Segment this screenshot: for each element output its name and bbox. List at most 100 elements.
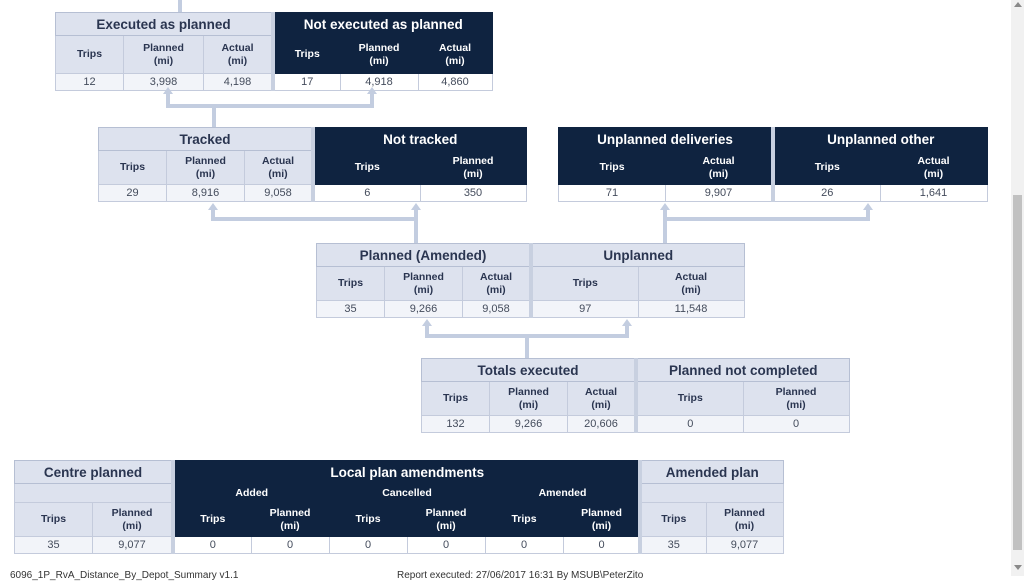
trips-header: Trips — [529, 266, 639, 301]
trips-header: Trips — [271, 35, 341, 74]
actual-header: Actual(mi) — [637, 266, 745, 301]
connector-arrow — [411, 203, 421, 210]
planned-header: Planned(mi) — [705, 502, 784, 537]
trips-header: Trips — [558, 150, 666, 185]
planned-header: Planned(mi) — [406, 502, 486, 537]
trips-value: 12 — [55, 73, 124, 91]
trips-value: 6 — [311, 184, 421, 202]
trips-header: Trips — [55, 35, 124, 74]
planned-value: 8,916 — [166, 184, 245, 202]
scrollbar-thumb[interactable] — [1013, 195, 1022, 550]
connector-line — [866, 208, 870, 218]
actual-value: 20,606 — [567, 415, 635, 433]
planned-value: 350 — [419, 184, 527, 202]
cancelled-planned-value: 0 — [406, 536, 486, 554]
cancelled-trips-value: 0 — [328, 536, 408, 554]
not-executed-as-planned-table: Not executed as planned Trips Planned(mi… — [270, 12, 493, 91]
actual-header: Actual(mi) — [461, 266, 531, 301]
connector-line — [425, 334, 629, 338]
totals-executed-title: Totals executed — [421, 358, 635, 382]
actual-header: Actual(mi) — [243, 150, 313, 185]
actual-header: Actual(mi) — [417, 35, 493, 74]
totals-executed-table: Totals executed Trips Planned(mi) Actual… — [421, 358, 635, 433]
trips-value: 35 — [316, 300, 385, 318]
unplanned-title: Unplanned — [529, 243, 745, 267]
connector-arrow — [422, 319, 432, 326]
unplanned-other-table: Unplanned other Trips Actual(mi) 26 1,64… — [771, 127, 988, 202]
tracked-table: Tracked Trips Planned(mi) Actual(mi) 29 … — [97, 127, 313, 202]
connector-line — [166, 104, 374, 108]
amended-trips-value: 0 — [484, 536, 564, 554]
centre-planned-subheader — [13, 483, 173, 503]
connector-line — [425, 325, 429, 335]
planned-value: 4,918 — [339, 73, 419, 91]
planned-amended-table: Planned (Amended) Trips Planned(mi) Actu… — [315, 243, 531, 318]
planned-header: Planned(mi) — [742, 381, 850, 416]
planned-not-completed-table: Planned not completed Trips Planned(mi) … — [633, 358, 850, 433]
unplanned-other-title: Unplanned other — [771, 127, 988, 151]
planned-header: Planned(mi) — [489, 381, 568, 416]
connector-arrow — [163, 87, 173, 94]
connector-arrow — [660, 203, 670, 210]
planned-not-completed-title: Planned not completed — [633, 358, 850, 382]
trips-header: Trips — [316, 266, 385, 301]
planned-value: 9,266 — [384, 300, 463, 318]
connector-line — [166, 93, 170, 106]
trips-header: Trips — [638, 502, 707, 537]
actual-value: 4,860 — [417, 73, 493, 91]
scroll-down-icon[interactable] — [1014, 565, 1022, 570]
trips-header: Trips — [14, 502, 93, 537]
added-planned-value: 0 — [250, 536, 330, 554]
trips-header: Trips — [484, 502, 564, 537]
trips-value: 97 — [529, 300, 639, 318]
centre-planned-title: Centre planned — [13, 460, 173, 484]
amended-group-header: Amended — [484, 483, 641, 503]
connector-line — [178, 0, 182, 12]
planned-header: Planned(mi) — [384, 266, 463, 301]
trips-header: Trips — [421, 381, 490, 416]
connector-line — [625, 325, 629, 335]
planned-header: Planned(mi) — [339, 35, 419, 74]
connector-arrow — [863, 203, 873, 210]
trips-value: 71 — [558, 184, 666, 202]
added-trips-value: 0 — [171, 536, 252, 554]
unplanned-table: Unplanned Trips Actual(mi) 97 11,548 — [529, 243, 745, 318]
planned-header: Planned(mi) — [123, 35, 204, 74]
actual-value: 4,198 — [202, 73, 273, 91]
connector-line — [211, 208, 215, 218]
trips-header: Trips — [171, 502, 252, 537]
connector-line — [212, 105, 216, 127]
actual-value: 11,548 — [637, 300, 745, 318]
connector-arrow — [367, 87, 377, 94]
actual-header: Actual(mi) — [664, 150, 773, 185]
trips-header: Trips — [328, 502, 408, 537]
trips-value: 29 — [98, 184, 167, 202]
scroll-up-icon[interactable] — [1014, 2, 1022, 7]
planned-header: Planned(mi) — [419, 150, 527, 185]
actual-header: Actual(mi) — [567, 381, 635, 416]
trips-header: Trips — [634, 381, 744, 416]
connector-line — [211, 217, 418, 221]
actual-value: 9,907 — [664, 184, 773, 202]
executed-as-planned-table: Executed as planned Trips Planned(mi) Ac… — [54, 12, 273, 91]
planned-header: Planned(mi) — [166, 150, 245, 185]
unplanned-deliveries-table: Unplanned deliveries Trips Actual(mi) 71… — [557, 127, 773, 202]
connector-line — [370, 93, 374, 106]
connector-line — [414, 219, 418, 243]
trips-value: 26 — [771, 184, 881, 202]
cancelled-group-header: Cancelled — [328, 483, 486, 503]
trips-value: 35 — [14, 536, 93, 554]
executed-as-planned-title: Executed as planned — [54, 12, 273, 36]
trips-value: 132 — [421, 415, 490, 433]
not-executed-as-planned-title: Not executed as planned — [270, 12, 493, 36]
centre-planned-table: Centre planned Trips Planned(mi) 35 9,07… — [13, 460, 173, 554]
trips-header: Trips — [311, 150, 421, 185]
actual-header: Actual(mi) — [202, 35, 273, 74]
actual-header: Actual(mi) — [879, 150, 988, 185]
actual-value: 9,058 — [243, 184, 313, 202]
planned-value: 9,077 — [91, 536, 173, 554]
amended-plan-title: Amended plan — [637, 460, 784, 484]
local-plan-amendments-title: Local plan amendments — [170, 460, 641, 484]
not-tracked-title: Not tracked — [311, 127, 527, 151]
trips-value: 35 — [638, 536, 707, 554]
